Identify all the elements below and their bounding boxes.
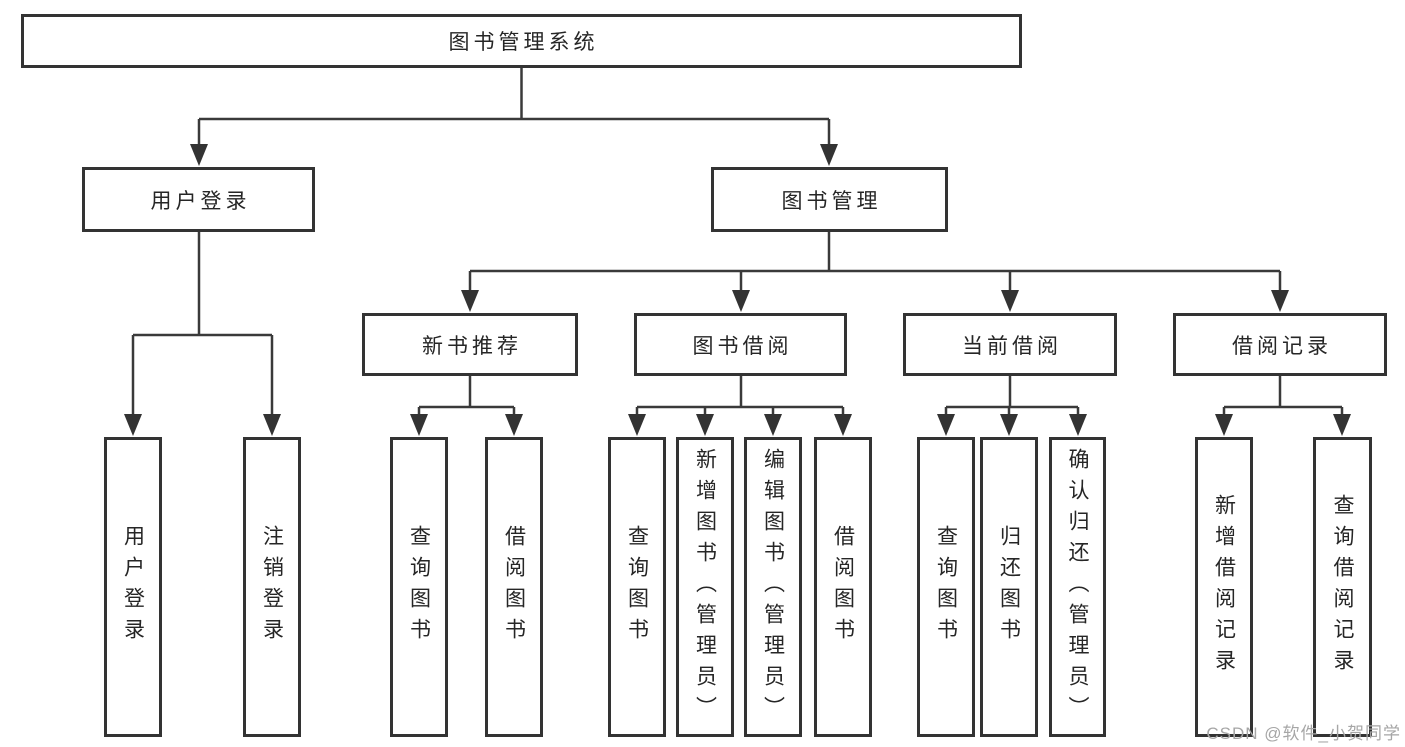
node-root: 图书管理系统 [21,14,1022,68]
node-book-borrowing: 图书借阅 [634,313,847,376]
node-leaf-bb-search: 查询图书 [608,437,666,737]
arrowhead-icon [505,414,523,436]
arrowhead-icon [1000,414,1018,436]
node-leaf-nb-borrow: 借阅图书 [485,437,543,737]
node-leaf-bb-edit: 编辑图书（管理员） [744,437,802,737]
node-borrowing-records: 借阅记录 [1173,313,1387,376]
arrowhead-icon [410,414,428,436]
arrowhead-icon [461,290,479,312]
arrowhead-icon [834,414,852,436]
arrowhead-icon [628,414,646,436]
arrowhead-icon [937,414,955,436]
watermark: CSDN @软件_小贺同学 [1206,724,1401,743]
node-leaf-bb-add: 新增图书（管理员） [676,437,734,737]
node-user-login: 用户登录 [82,167,315,232]
node-leaf-logout: 注销登录 [243,437,301,737]
node-leaf-cb-search: 查询图书 [917,437,975,737]
arrowhead-icon [696,414,714,436]
node-book-management: 图书管理 [711,167,948,232]
arrowhead-icon [263,414,281,436]
arrowhead-icon [1215,414,1233,436]
node-leaf-bb-borrow: 借阅图书 [814,437,872,737]
arrowhead-icon [1271,290,1289,312]
arrowhead-icon [1333,414,1351,436]
arrowhead-icon [1069,414,1087,436]
arrowhead-icon [1001,290,1019,312]
node-new-book-recommendation: 新书推荐 [362,313,578,376]
node-current-borrowing: 当前借阅 [903,313,1117,376]
arrowhead-icon [820,144,838,166]
arrowhead-icon [732,290,750,312]
node-leaf-br-add: 新增借阅记录 [1195,437,1253,737]
node-leaf-cb-return: 归还图书 [980,437,1038,737]
node-leaf-nb-search: 查询图书 [390,437,448,737]
node-leaf-cb-confirm: 确认归还（管理员） [1049,437,1106,737]
arrowhead-icon [764,414,782,436]
arrowhead-icon [190,144,208,166]
node-leaf-br-search: 查询借阅记录 [1313,437,1372,737]
arrowhead-icon [124,414,142,436]
node-leaf-user-login: 用户登录 [104,437,162,737]
